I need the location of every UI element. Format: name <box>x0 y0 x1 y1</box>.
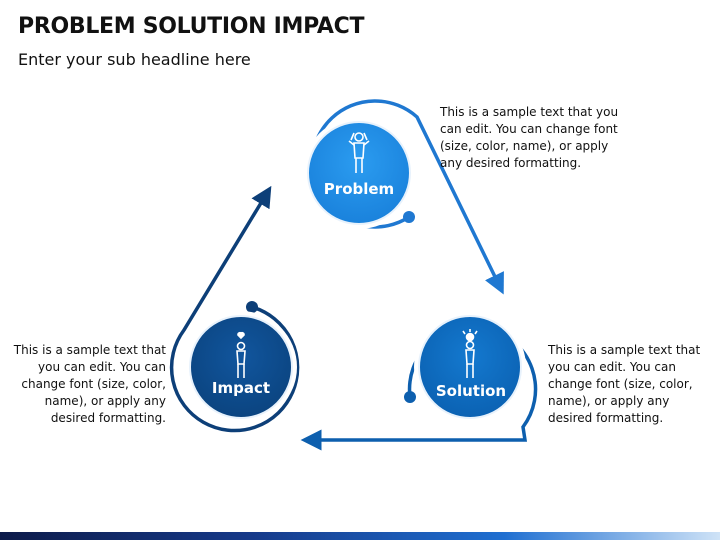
solution-description: This is a sample text that you can edit.… <box>548 343 701 425</box>
impact-label: Impact <box>212 379 270 397</box>
node-impact[interactable]: Impact <box>169 185 300 433</box>
footer-gradient-bar <box>0 532 720 540</box>
impact-ring-arc <box>169 185 300 433</box>
lightbulb-person-icon <box>462 329 478 378</box>
problem-label: Problem <box>324 180 394 198</box>
solution-circle <box>418 315 522 419</box>
solution-label: Solution <box>436 382 506 400</box>
page-title: PROBLEM SOLUTION IMPACT <box>18 14 365 39</box>
node-solution[interactable]: Solution <box>300 311 538 451</box>
impact-ring-dot <box>246 301 258 313</box>
problem-ring-dot <box>403 211 415 223</box>
person-heart-icon <box>236 331 246 378</box>
impact-circle <box>189 315 293 419</box>
stressed-person-icon <box>348 132 370 173</box>
problem-circle <box>307 121 411 225</box>
solution-ring-dot <box>404 391 416 403</box>
problem-description: This is a sample text that you can edit.… <box>440 105 619 170</box>
page-subtitle: Enter your sub headline here <box>18 50 251 69</box>
node-problem[interactable]: Problem <box>303 99 504 295</box>
impact-description: This is a sample text that you can edit.… <box>13 343 166 425</box>
